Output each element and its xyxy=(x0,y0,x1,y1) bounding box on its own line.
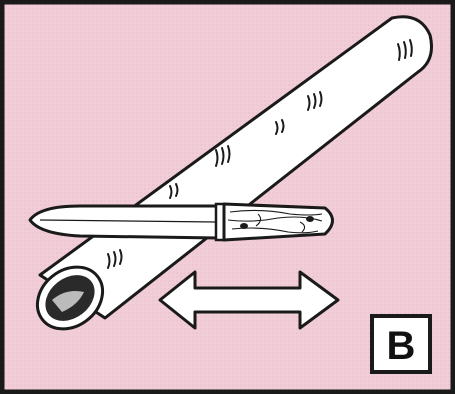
panel-label-box: B xyxy=(372,316,430,372)
panel-label: B xyxy=(387,324,416,368)
knife-icon xyxy=(30,204,333,240)
